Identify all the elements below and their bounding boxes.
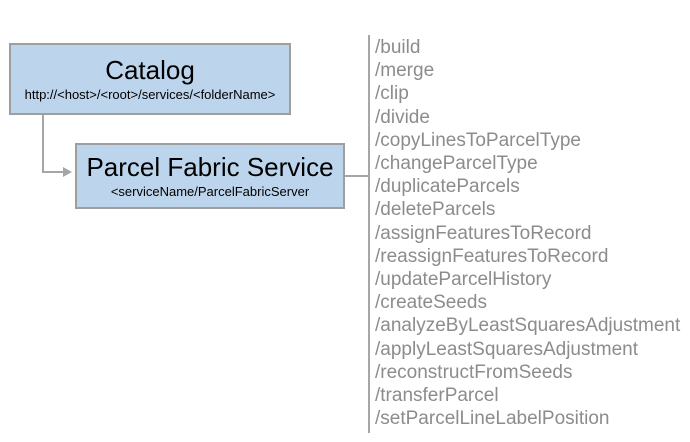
operation-item: /deleteParcels	[375, 199, 496, 221]
operation-item: /changeParcelType	[375, 153, 538, 175]
catalog-to-service-connector-vertical	[42, 115, 44, 173]
operation-item: /assignFeaturesToRecord	[375, 222, 592, 244]
catalog-url-pattern: http://<host>/<root>/services/<folderNam…	[24, 87, 276, 102]
operation-item: /build	[375, 37, 421, 58]
operation-item: /transferParcel	[375, 385, 499, 407]
operation-item: /clip	[375, 83, 409, 105]
service-url-pattern: <serviceName/ParcelFabricServer	[110, 184, 310, 199]
operation-item: /reassignFeaturesToRecord	[375, 245, 609, 267]
operation-item: /reconstructFromSeeds	[375, 361, 573, 383]
catalog-title: Catalog	[105, 55, 195, 85]
operation-item: /copyLinesToParcelType	[375, 129, 581, 151]
operation-item: /createSeeds	[375, 292, 487, 314]
operation-item: /duplicateParcels	[375, 176, 520, 198]
operation-item: /merge	[375, 60, 435, 82]
operations-divider-line	[368, 35, 370, 433]
operation-item: /applyLeastSquaresAdjustment	[375, 338, 638, 360]
operation-item: /divide	[375, 106, 430, 128]
arrowhead-icon	[63, 167, 72, 177]
catalog-to-service-connector-horizontal	[42, 171, 64, 173]
service-title: Parcel Fabric Service	[86, 152, 334, 182]
operation-item: /updateParcelHistory	[375, 269, 552, 291]
catalog-node: Catalog http://<host>/<root>/services/<f…	[9, 43, 291, 115]
operation-item: /analyzeByLeastSquaresAdjustment	[375, 315, 681, 337]
operations-list: /build/merge/clip/divide/copyLinesToParc…	[375, 36, 690, 430]
parcel-fabric-service-node: Parcel Fabric Service <serviceName/Parce…	[75, 143, 345, 209]
operation-item: /setParcelLineLabelPosition	[375, 408, 610, 430]
service-to-operations-connector	[345, 175, 368, 177]
